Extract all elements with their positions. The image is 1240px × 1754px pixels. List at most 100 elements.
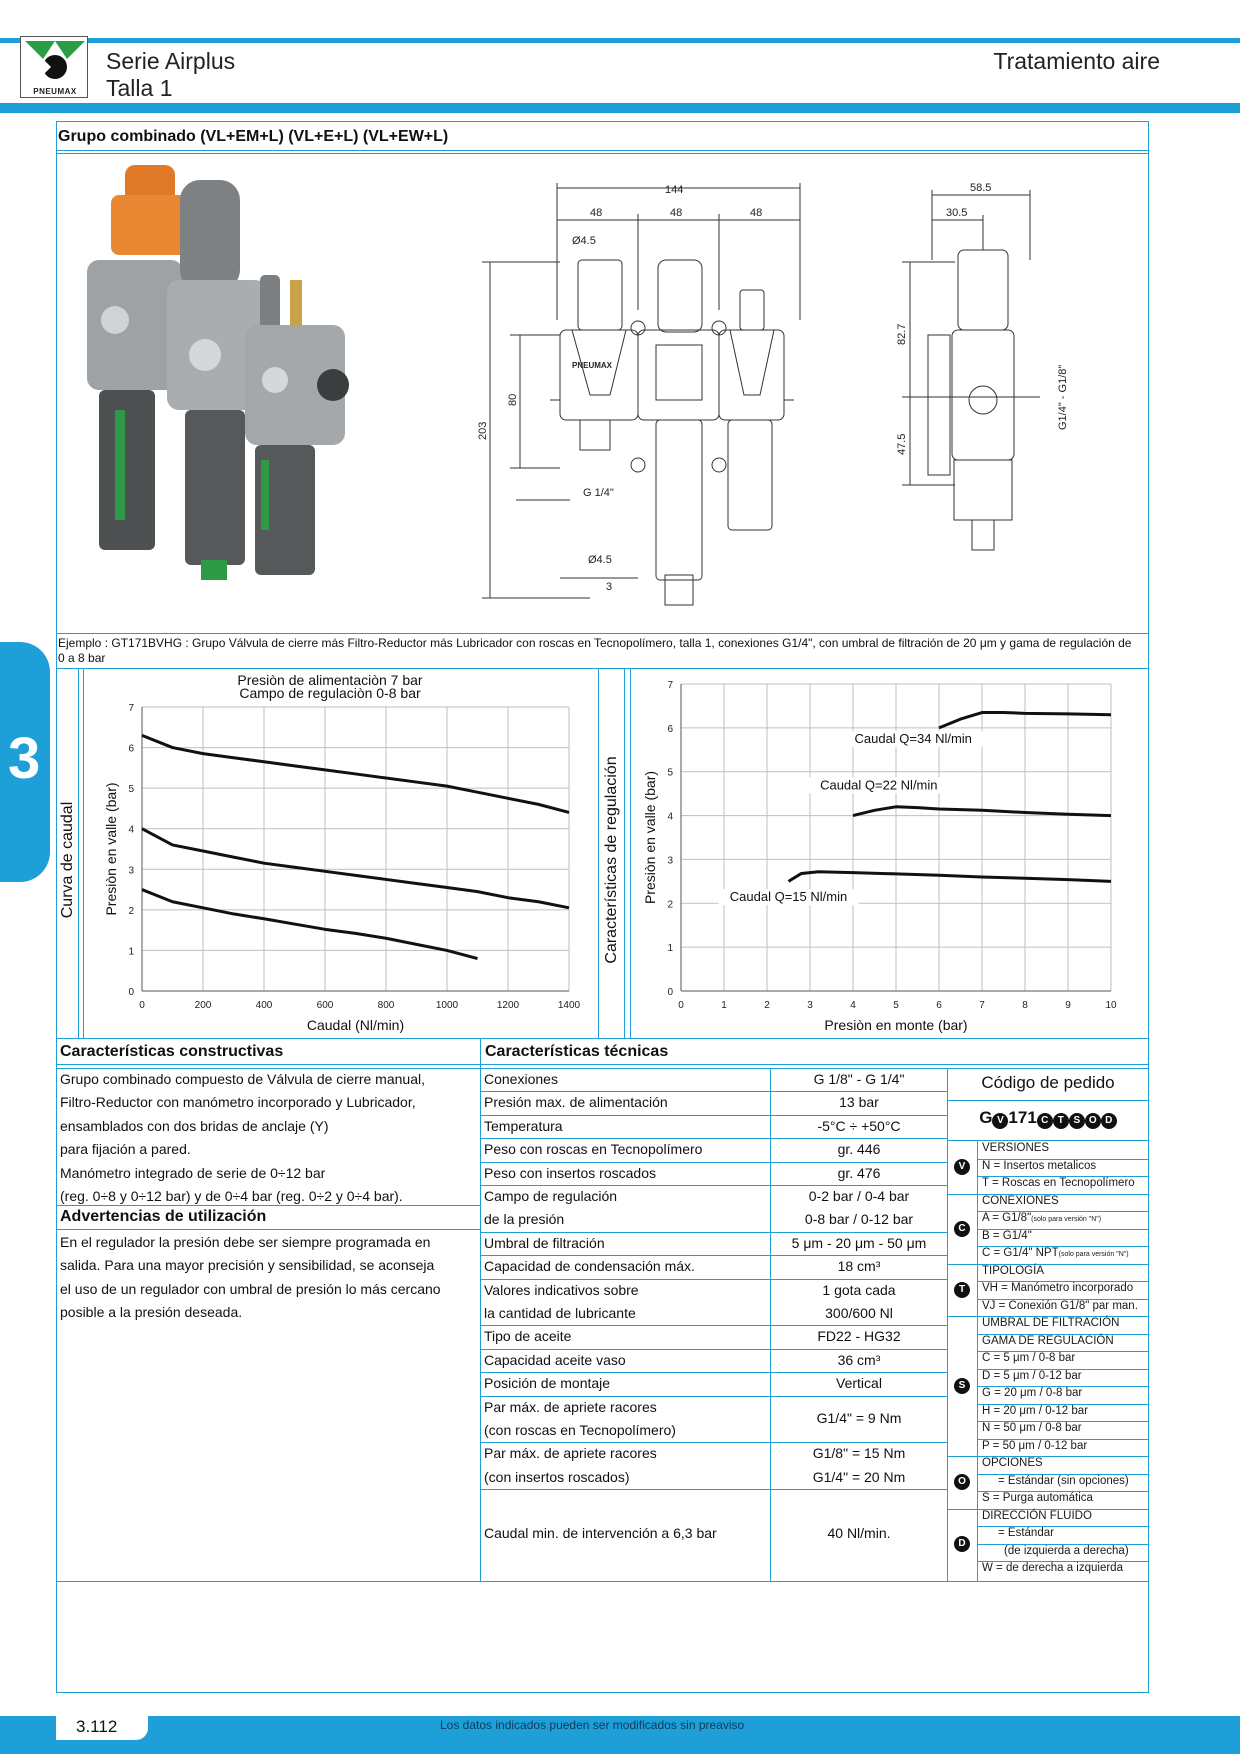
tech-row-divider <box>480 1348 947 1350</box>
order-legend-line: TIPOLOGÍA <box>982 1265 1044 1277</box>
order-legend-line: T = Roscas en Tecnopolímero <box>982 1177 1135 1189</box>
tech-row-label: Caudal min. de intervención a 6,3 bar <box>484 1525 717 1542</box>
port-icon <box>317 369 349 401</box>
tech-row-label: Posición de montaje <box>484 1375 611 1392</box>
y-tick-label: 7 <box>128 703 134 714</box>
y-tick-label: 3 <box>667 855 673 866</box>
order-group-divider <box>947 1193 1149 1195</box>
header-top-line <box>0 38 1240 43</box>
order-legend-divider <box>977 1281 1149 1282</box>
tech-row-divider <box>480 1255 947 1257</box>
tech-row-label: (con roscas en Tecnopolímero) <box>484 1422 676 1438</box>
y-tick-label: 6 <box>667 724 673 735</box>
order-legend-divider <box>977 1403 1149 1405</box>
tech-row-value: gr. 446 <box>837 1141 881 1158</box>
dim-module1: 48 <box>590 207 602 219</box>
level-window <box>261 460 269 530</box>
divider <box>56 153 1149 154</box>
divider <box>56 1581 1149 1582</box>
tech-row-divider <box>480 1161 947 1163</box>
x-tick-label: 3 <box>807 1000 813 1011</box>
constructive-line: ensamblados con dos bridas de anclaje (Y… <box>60 1117 329 1134</box>
regulator-bowl <box>185 410 245 565</box>
order-legend-line: G = 20 μm / 0-8 bar <box>982 1387 1082 1399</box>
tech-row-value: FD22 - HG32 <box>817 1328 901 1345</box>
divider <box>624 668 625 1038</box>
series-label-bg <box>808 777 949 794</box>
tech-row-label: Capacidad de condensación máx. <box>484 1258 695 1275</box>
divider <box>56 1064 1149 1065</box>
order-legend-line: (de izquierda a derecha) <box>1004 1545 1129 1557</box>
product-photo <box>87 165 349 580</box>
logo-mark-icon <box>25 41 85 79</box>
tech-row-label: Tipo de aceite <box>484 1328 572 1345</box>
order-legend-text: C = 5 μm / 0-8 bar <box>982 1352 1076 1364</box>
order-legend-line: VH = Manómetro incorporado <box>982 1282 1133 1294</box>
order-legend-text: (de izquierda a derecha) <box>1004 1544 1129 1557</box>
valve-body <box>111 195 189 255</box>
divider <box>480 1038 481 1582</box>
order-legend-line: VJ = Conexión G1/8" par man. <box>982 1300 1138 1312</box>
tech-row-label: (con insertos roscados) <box>484 1468 630 1485</box>
right-side-label: Características de regulación <box>603 756 620 963</box>
tech-row-value: 1 gota cada <box>822 1281 896 1298</box>
code-circle-t: T <box>1052 1113 1069 1129</box>
order-legend-line: A = G1/8"(solo para versión "N") <box>982 1212 1101 1224</box>
x-tick-label: 0 <box>678 1000 684 1011</box>
dim-port: G 1/4" <box>583 487 614 499</box>
order-legend-divider <box>977 1176 1149 1177</box>
order-legend-text: = Estándar <box>998 1527 1054 1539</box>
order-example: Ejemplo : GT171BVHG : Grupo Válvula de c… <box>58 636 1132 665</box>
divider <box>78 668 79 1038</box>
x-tick-label: 2 <box>764 1000 770 1011</box>
x-tick-label: 9 <box>1065 1000 1071 1011</box>
x-tick-label: 8 <box>1022 1000 1028 1011</box>
warnings-title: Advertencias de utilización <box>60 1208 267 1225</box>
lubricator-bowl <box>255 445 315 575</box>
dim-side-upper: 82.7 <box>896 324 908 345</box>
y-tick-label: 4 <box>667 812 673 823</box>
order-legend-divider <box>977 1526 1149 1527</box>
tech-row-divider <box>480 1185 947 1186</box>
x-tick-label: 10 <box>1105 1000 1117 1011</box>
tech-row-value: gr. 476 <box>837 1164 881 1181</box>
order-legend-line: = Estándar (sin opciones) <box>998 1475 1129 1487</box>
dim-module3: 48 <box>750 207 762 219</box>
chapter-number: 3 <box>8 726 41 791</box>
order-legend-line: N = 50 μm / 0-8 bar <box>982 1422 1082 1434</box>
series-label-bg <box>843 731 984 748</box>
order-legend-divider <box>977 1386 1149 1387</box>
tech-row-value: 300/600 Nl <box>825 1305 893 1321</box>
dim-module2: 48 <box>670 207 682 219</box>
order-legend-line: UMBRAL DE FILTRACIÓN <box>982 1317 1119 1329</box>
y-tick-label: 5 <box>667 768 673 779</box>
tech-row-divider <box>480 1489 947 1491</box>
tech-row-label: Valores indicativos sobre <box>484 1281 639 1298</box>
y-tick-label: 2 <box>128 906 134 917</box>
order-legend-note: (solo para versión "N") <box>1031 1216 1102 1223</box>
order-legend-text: T = Roscas en Tecnopolímero <box>982 1177 1135 1189</box>
y-tick-label: 0 <box>128 987 134 998</box>
footer-bar <box>0 1716 1240 1754</box>
order-legend-line: P = 50 μm / 0-12 bar <box>982 1440 1087 1452</box>
x-axis-label: Caudal (Nl/min) <box>307 1017 404 1033</box>
tech-row-label: Peso con roscas en Tecnopolímero <box>484 1141 703 1158</box>
series-label: Caudal Q=15 Nl/min <box>730 889 847 904</box>
order-legend-note: (solo para versión "N") <box>1058 1251 1129 1258</box>
tech-row-label: la cantidad de lubricante <box>484 1305 636 1321</box>
dim-height-mid: 80 <box>507 394 519 406</box>
tech-row-value: 36 cm³ <box>837 1351 881 1368</box>
order-legend-divider <box>977 1421 1149 1422</box>
header-series: Serie Airplus <box>106 48 236 74</box>
order-legend-line: S = Purga automática <box>982 1492 1093 1504</box>
divider <box>598 668 599 1038</box>
series-line-1 <box>141 827 570 910</box>
bracket <box>260 275 280 335</box>
divider <box>56 1229 480 1230</box>
tech-row-value: G 1/8" - G 1/4" <box>813 1071 905 1087</box>
dim-side-lower: 47.5 <box>896 434 908 455</box>
order-legend-line: GAMA DE REGULACIÓN <box>982 1335 1114 1347</box>
x-tick-label: 6 <box>936 1000 942 1011</box>
